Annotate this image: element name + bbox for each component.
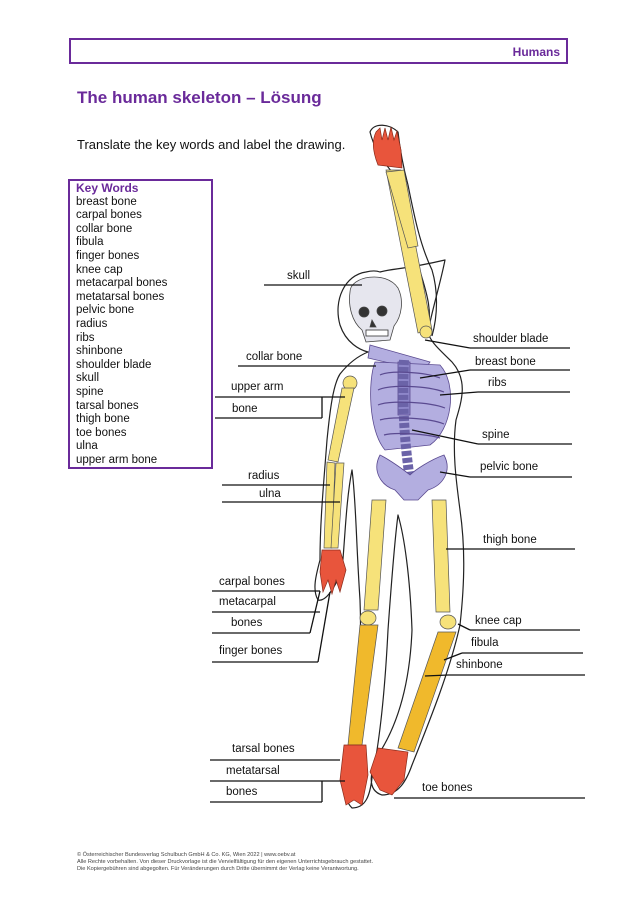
label-upper-arm: upper arm xyxy=(231,381,284,393)
key-words-title: Key Words xyxy=(76,181,139,195)
label-shoulder-blade: shoulder blade xyxy=(473,333,549,345)
key-word-item: metacarpal bones xyxy=(76,277,168,290)
key-word-item: spine xyxy=(76,386,104,399)
skull-group xyxy=(349,276,402,343)
key-word-item: knee cap xyxy=(76,263,123,276)
key-word-item: metatarsal bones xyxy=(76,290,165,303)
label-toe-bones: toe bones xyxy=(422,782,473,794)
key-word-item: radius xyxy=(76,318,108,331)
page-title: The human skeleton – Lösung xyxy=(77,88,322,107)
label-breast-bone: breast bone xyxy=(475,356,536,368)
label-shinbone: shinbone xyxy=(456,659,503,671)
key-word-item: finger bones xyxy=(76,250,140,263)
label-ulna: ulna xyxy=(259,488,281,500)
instruction-text: Translate the key words and label the dr… xyxy=(77,137,346,152)
key-words-box: Key Words breast bone carpal bones colla… xyxy=(68,179,213,469)
label-bones-foot: bones xyxy=(226,786,258,798)
torso-group xyxy=(367,344,451,501)
key-word-item: upper arm bone xyxy=(76,453,158,466)
key-word-item: toe bones xyxy=(76,426,127,439)
label-lines xyxy=(210,284,585,803)
label-spine: spine xyxy=(482,429,510,441)
label-bone: bone xyxy=(232,403,258,415)
key-word-item: skull xyxy=(76,372,100,385)
key-words-list: breast bone carpal bones collar bone fib… xyxy=(76,196,211,468)
key-word-item: fibula xyxy=(76,236,104,249)
label-fibula: fibula xyxy=(471,637,499,649)
raised-arm xyxy=(385,169,433,339)
label-bones-hand: bones xyxy=(231,617,263,629)
key-word-item: shoulder blade xyxy=(76,358,152,371)
label-finger-bones: finger bones xyxy=(219,645,283,657)
label-thigh-bone: thigh bone xyxy=(483,534,537,546)
label-tarsal-bones: tarsal bones xyxy=(232,743,295,755)
header-label: Humans xyxy=(512,45,560,59)
left-hand xyxy=(319,549,347,596)
footer: © Österreichischer Bundesverlag Schulbuc… xyxy=(77,852,373,874)
footer-line: Alle Rechte vorbehalten. Von dieser Druc… xyxy=(77,859,374,866)
raised-hand xyxy=(372,126,403,169)
label-ribs: ribs xyxy=(488,377,507,389)
left-arm xyxy=(323,375,358,549)
label-carpal-bones: carpal bones xyxy=(219,576,285,588)
label-metacarpal: metacarpal xyxy=(219,596,276,608)
label-radius: radius xyxy=(248,470,280,482)
label-skull: skull xyxy=(287,270,311,282)
key-word-item: thigh bone xyxy=(76,413,130,426)
footer-line: © Österreichischer Bundesverlag Schulbuc… xyxy=(77,852,296,858)
footer-line: Die Kopiergebühren sind abgegolten. Für … xyxy=(77,866,359,873)
key-word-item: tarsal bones xyxy=(76,399,139,412)
legs xyxy=(347,499,457,753)
label-collar-bone: collar bone xyxy=(246,351,303,363)
key-word-item: collar bone xyxy=(76,222,133,235)
header-box: Humans xyxy=(69,38,568,64)
key-word-item: carpal bones xyxy=(76,209,142,222)
key-word-item: breast bone xyxy=(76,195,137,208)
label-pelvic-bone: pelvic bone xyxy=(480,461,539,473)
key-word-item: pelvic bone xyxy=(76,304,135,317)
label-knee-cap: knee cap xyxy=(475,615,522,627)
key-word-item: shinbone xyxy=(76,345,123,358)
key-word-item: ulna xyxy=(76,440,98,453)
label-metatarsal: metatarsal xyxy=(226,765,280,777)
feet xyxy=(339,744,409,806)
key-word-item: ribs xyxy=(76,331,95,344)
